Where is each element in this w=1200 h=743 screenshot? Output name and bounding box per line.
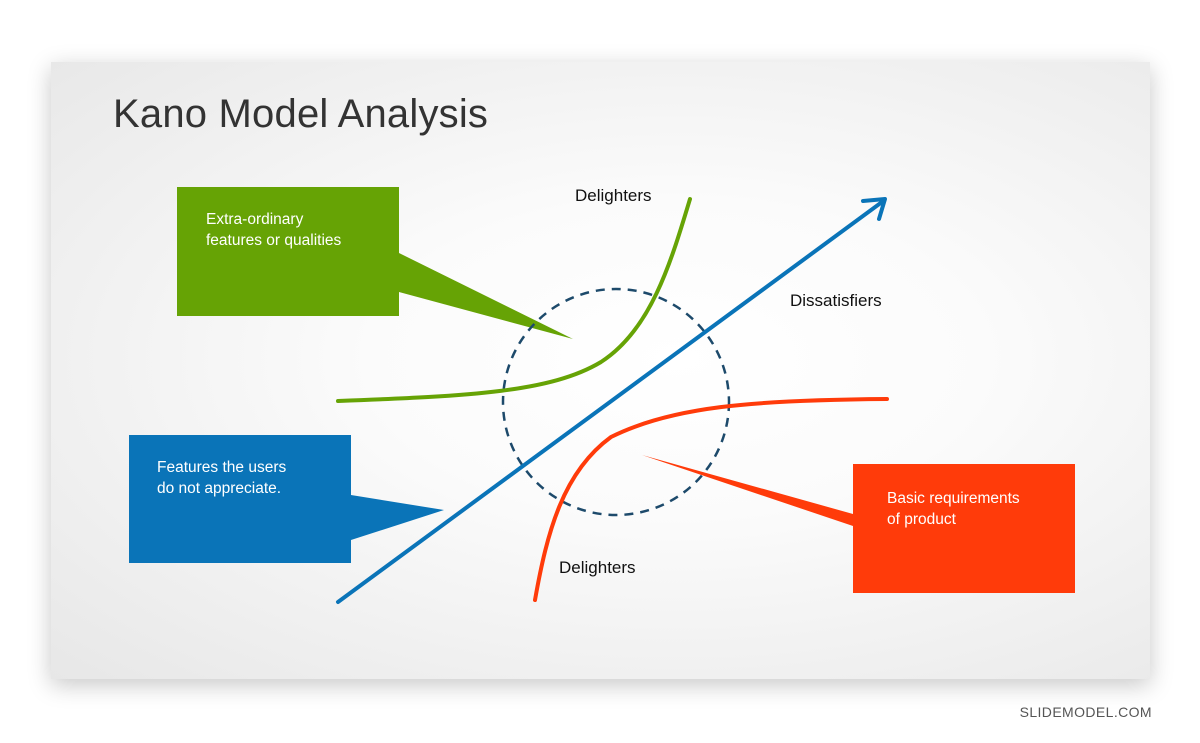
kano-diagram: Extra-ordinary features or qualities Fea…: [129, 186, 1075, 604]
dashed-circle: [501, 287, 731, 517]
green-callout-line1: Extra-ordinary: [206, 211, 304, 228]
blue-callout-line2: do not appreciate.: [157, 480, 281, 497]
red-callout-line1: Basic requirements: [887, 490, 1020, 507]
blue-callout-line1: Features the users: [157, 459, 286, 476]
red-curve: [533, 397, 889, 602]
red-callout-box: [642, 455, 1075, 593]
label-dissatisfiers: Dissatisfiers: [790, 291, 882, 310]
slide: Kano Model Analysis Extra-ordinary featu…: [51, 62, 1150, 679]
blue-arrow-line: [336, 200, 884, 604]
green-callout-line2: features or qualities: [206, 232, 342, 249]
label-delighters-top: Delighters: [575, 186, 652, 205]
green-curve: [336, 197, 692, 403]
red-callout-line2: of product: [887, 511, 957, 528]
green-callout-box: [177, 187, 573, 339]
slide-title: Kano Model Analysis: [113, 92, 489, 136]
label-delighters-bottom: Delighters: [559, 558, 636, 577]
blue-arrowhead: [861, 197, 887, 221]
blue-callout-box: [129, 435, 444, 563]
watermark: SLIDEMODEL.COM: [1019, 704, 1152, 720]
